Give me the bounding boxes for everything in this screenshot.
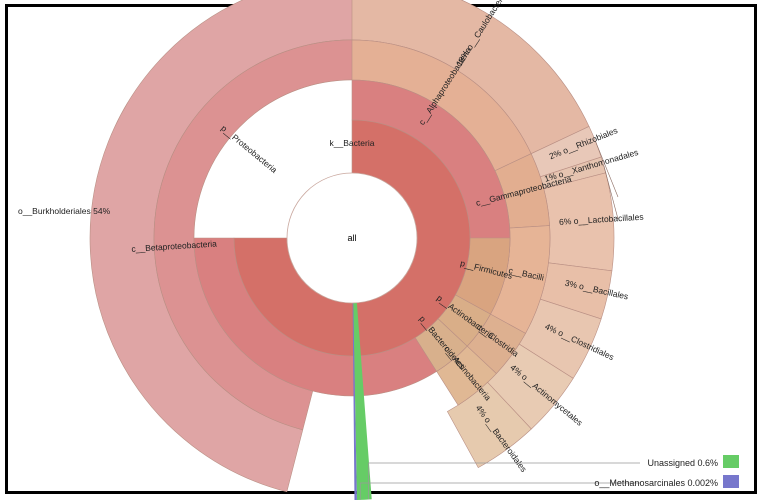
- legend-leader-unassigned: [368, 462, 640, 500]
- label-k-bacteria: k__Bacteria: [330, 138, 375, 148]
- label-p-proteobacteria: p__Proteobacteria: [219, 123, 279, 175]
- segment-methanosarcinales[interactable]: [352, 302, 357, 500]
- legend-swatch-unassigned: [723, 455, 739, 468]
- center-hole: [286, 172, 418, 304]
- legend-swatch-o-methanosarcinales: [723, 475, 739, 488]
- legend-label-o-methanosarcinales: o__Methanosarcinales 0.002%: [594, 478, 718, 488]
- label-o-burkholderiales: o__Burkholderiales 54%: [18, 206, 111, 216]
- leader-o-xanthomonadales: [603, 164, 619, 220]
- segment-unassigned[interactable]: [353, 302, 372, 500]
- legend-label-unassigned: Unassigned 0.6%: [647, 458, 718, 468]
- legend-leader-o-methanosarcinales: [359, 482, 640, 500]
- leader-o-rhizobiales: [595, 141, 619, 198]
- center-label: all: [347, 233, 356, 243]
